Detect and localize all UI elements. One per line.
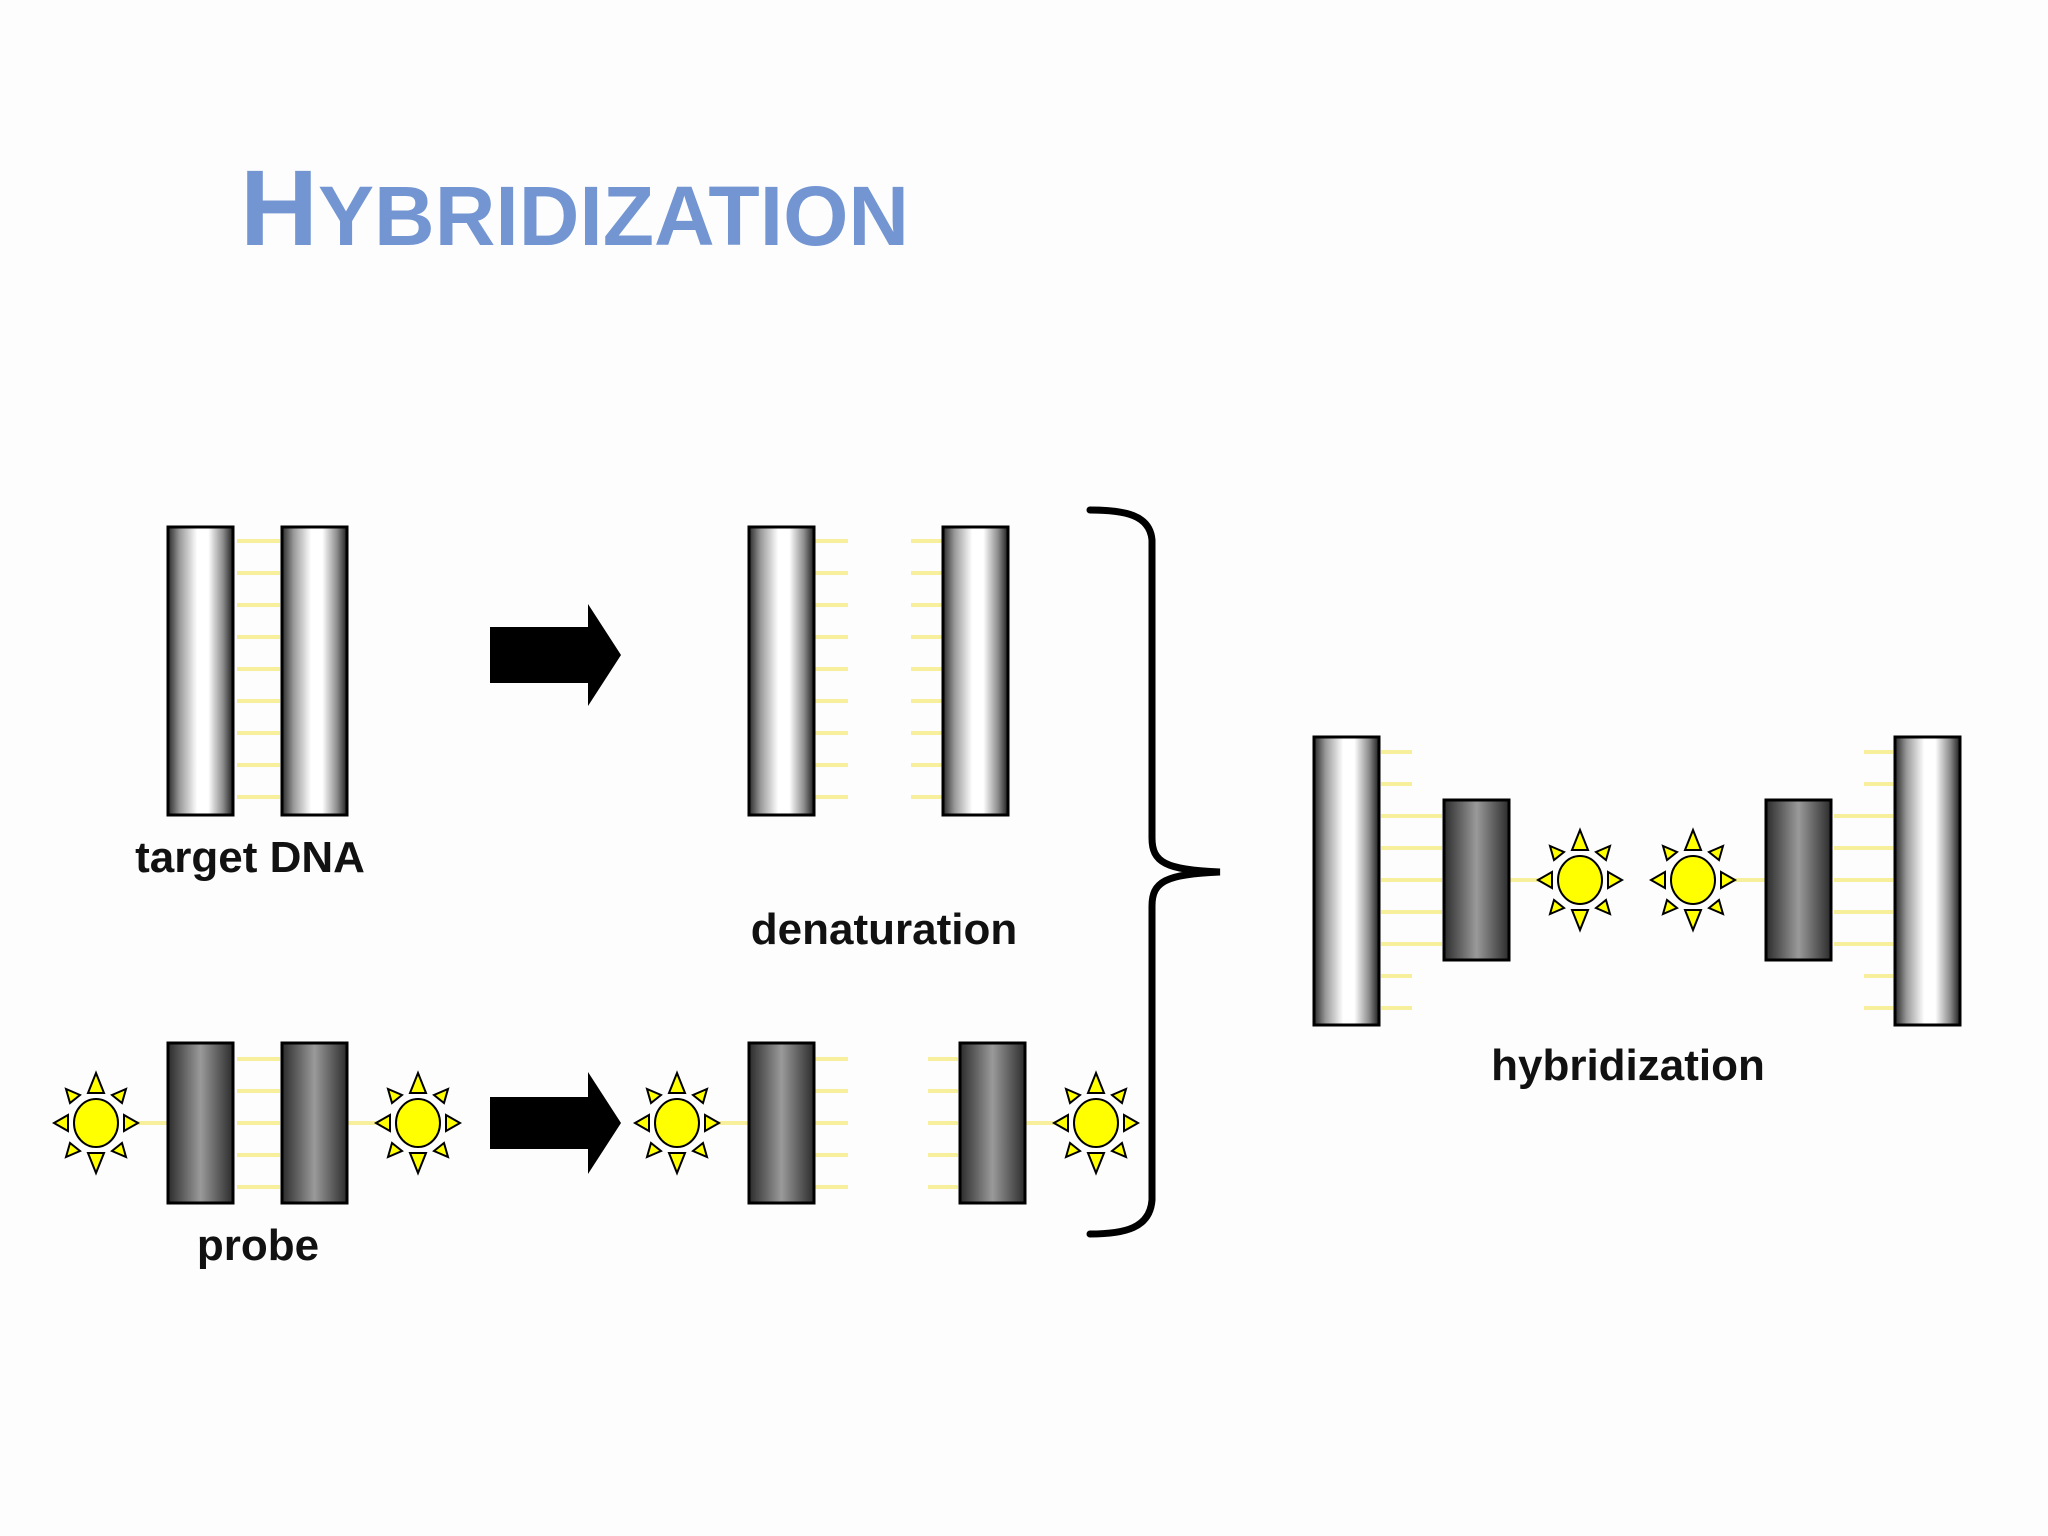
denatured-probe-strand-right	[958, 1041, 1027, 1205]
dna-strands	[166, 525, 1962, 1205]
fluorescent-sun-icon	[1648, 827, 1738, 933]
base-pair-bonds	[125, 539, 1893, 1189]
probe-label: probe	[197, 1221, 319, 1270]
combine-brace	[1086, 506, 1221, 1238]
hybrid-probe-strand-left	[1442, 798, 1511, 962]
denatured-probe-strand-left	[747, 1041, 816, 1205]
denaturation-arrow-top	[490, 604, 621, 706]
probe-strand-right	[280, 1041, 349, 1205]
denaturation-label: denaturation	[751, 905, 1017, 954]
hybridization-label: hybridization	[1491, 1041, 1765, 1090]
fluorescent-sun-icon	[1535, 827, 1625, 933]
fluorescent-sun-icon	[632, 1070, 722, 1176]
fluorescent-sun-icon	[373, 1070, 463, 1176]
fluorescent-sun-icon	[51, 1070, 141, 1176]
fluorescent-sun-icon	[1051, 1070, 1141, 1176]
denatured-target-strand-left	[747, 525, 816, 817]
hybrid-target-strand-right	[1893, 735, 1962, 1027]
denaturation-arrow-bottom	[490, 1072, 621, 1174]
target-dna-label: target DNA	[135, 833, 365, 882]
target-strand-right	[280, 525, 349, 817]
hybrid-probe-strand-right	[1764, 798, 1833, 962]
page-title: HYBRIDIZATION	[240, 147, 909, 268]
probe-strand-left	[166, 1041, 235, 1205]
hybrid-target-strand-left	[1312, 735, 1381, 1027]
denatured-target-strand-right	[941, 525, 1010, 817]
target-strand-left	[166, 525, 235, 817]
fluorescent-labels	[51, 827, 1738, 1176]
